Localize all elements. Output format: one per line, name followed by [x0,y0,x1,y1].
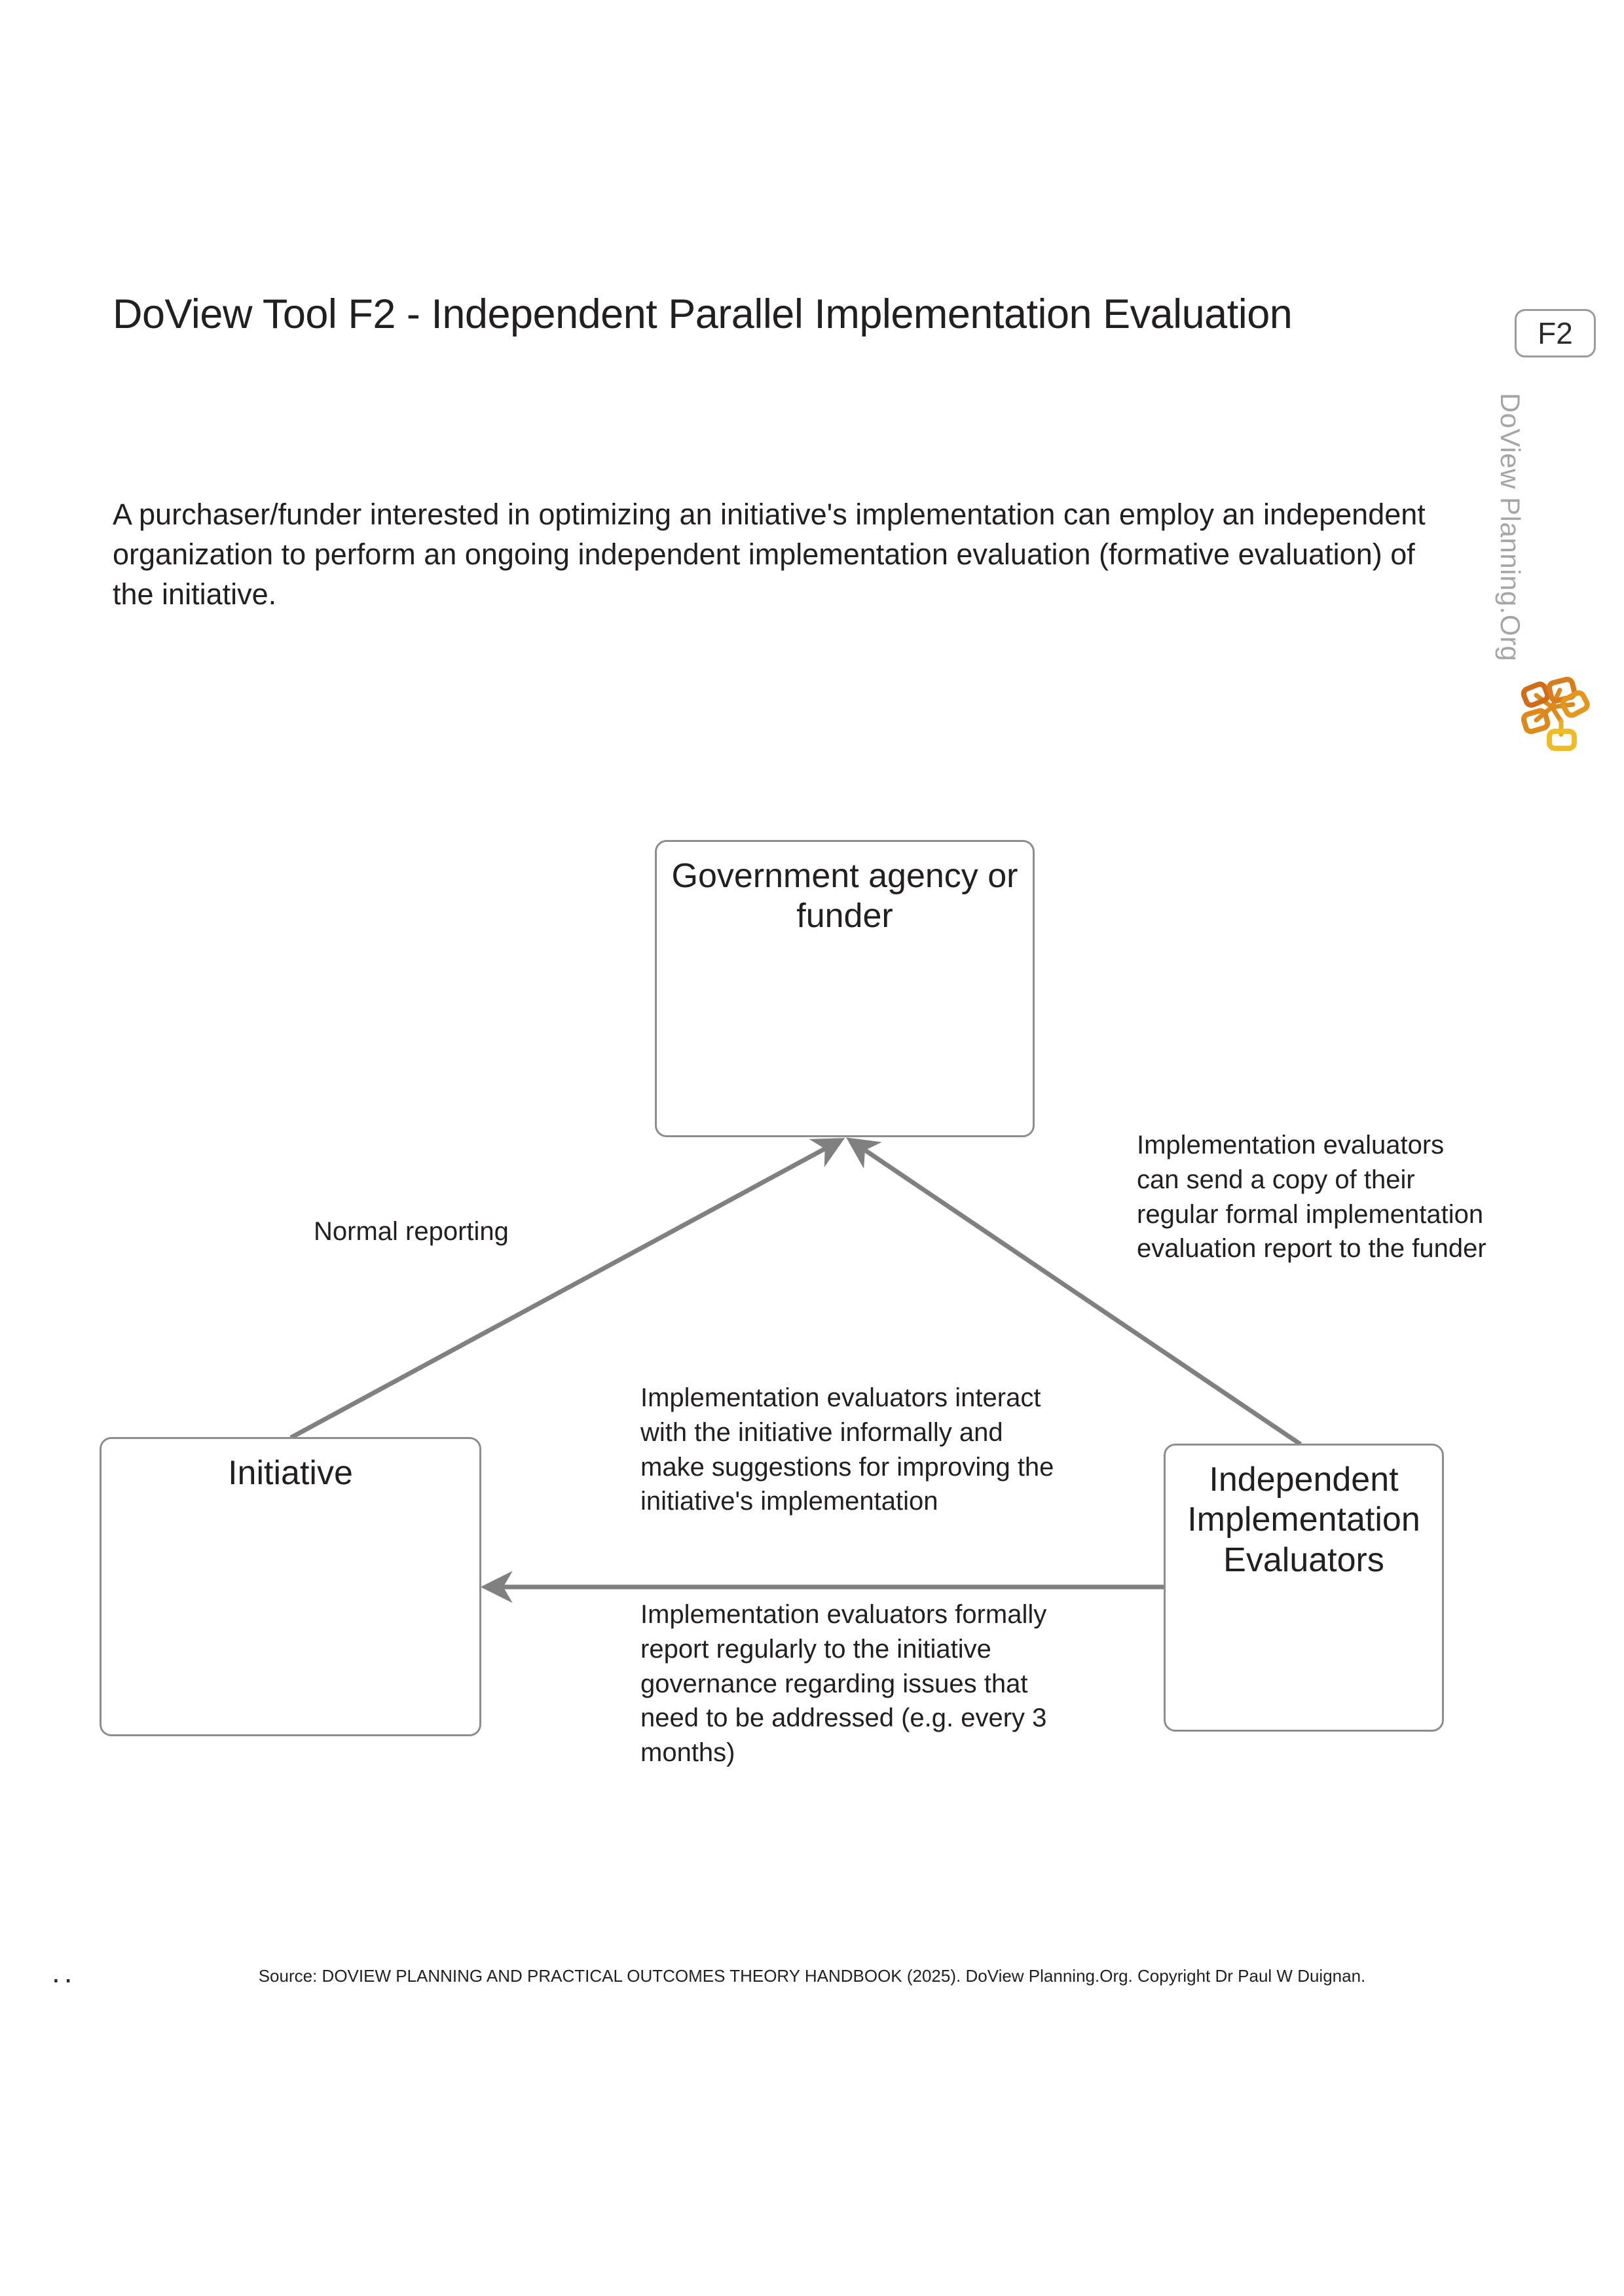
edge-label-normal-reporting: Normal reporting [314,1217,509,1246]
node-initiative-label: Initiative [228,1454,353,1492]
edge-normal-reporting [289,1138,845,1440]
edge-label-formal-report: Implementation evaluators formally repor… [640,1600,1047,1768]
edge-copy-to-funder [846,1137,1302,1446]
node-initiative[interactable]: Initiative [100,1437,481,1736]
doview-network-logo-icon [1510,666,1595,753]
node-government-agency-label: Government agency or funder [671,857,1018,936]
node-independent-evaluators[interactable]: Independent Implementation Evaluators [1164,1444,1444,1732]
edge-label-copy-to-funder: Implementation evaluators can send a cop… [1137,1131,1486,1264]
node-government-agency[interactable]: Government agency or funder [655,840,1035,1137]
tool-code-badge-label: F2 [1538,316,1573,350]
intro-paragraph: A purchaser/funder interested in optimiz… [113,498,1426,611]
page-title: DoView Tool F2 - Independent Parallel Im… [113,291,1293,337]
edge-label-informal-interaction: Implementation evaluators interact with … [640,1383,1054,1516]
tool-code-badge: F2 [1515,309,1596,357]
node-independent-evaluators-label: Independent Implementation Evaluators [1187,1461,1420,1579]
footer-source-citation: Source: DOVIEW PLANNING AND PRACTICAL OU… [258,1966,1366,1986]
